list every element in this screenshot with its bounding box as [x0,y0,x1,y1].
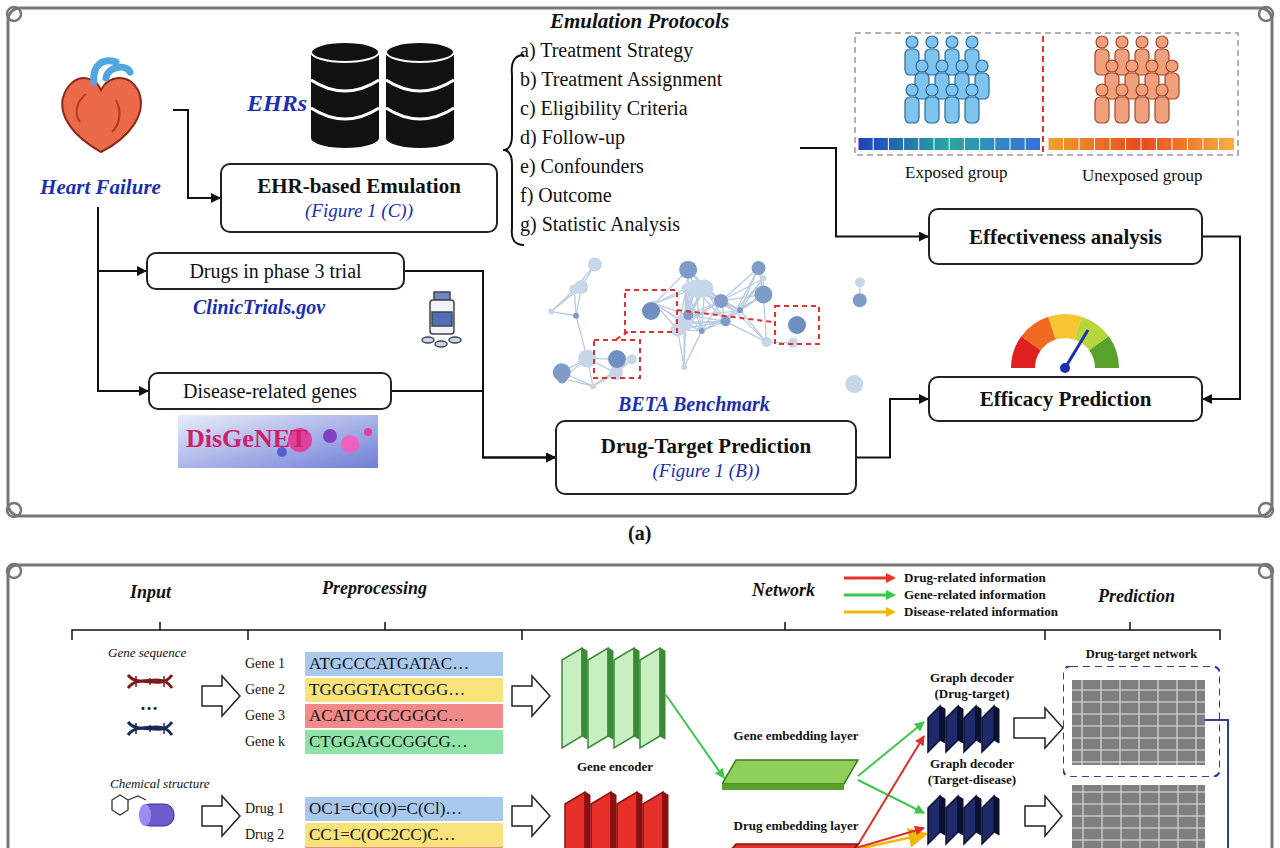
text-label: Gene 3 [245,708,285,724]
connector [405,271,555,458]
text-label: DisGeNET [186,424,307,454]
text-label: Preprocessing [322,578,427,599]
node-text: (Figure 1 (C)) [305,199,413,223]
node-group: Drug embedding layer [722,818,870,848]
connector [666,695,724,778]
text-label: BETA Benchmark [618,393,770,416]
legend-text: Drug-related information [904,570,1046,586]
text-label: Drug 1 [245,801,284,817]
node-title: Heart Failure [28,174,173,200]
connector [98,207,146,271]
text-label: Exposed group [905,163,1007,183]
text-label: … [140,694,158,715]
node-group: Emulation Protocolsa) Treatment Strategy… [520,6,800,251]
connector [858,780,924,813]
text-label: Drug 2 [245,827,284,843]
node-art [916,704,1028,754]
node-title: Drug embedding layer [722,818,870,834]
node-title: Disease-related genes [183,379,357,404]
node-art [1063,666,1220,777]
text-label: (a) [628,522,651,545]
connector [856,736,924,848]
legend-arrow [842,589,898,601]
connector [1014,708,1063,748]
text-label: Network [752,580,815,601]
node-group: Heart Failure [28,52,173,207]
text-label: ClinicTrials.gov [193,296,325,319]
connector [856,828,924,848]
node-title: Graph decoder (Target-disease) [916,756,1028,788]
sequence-strip: OC1=CC(O)=C(Cl)… [305,797,503,821]
connector [800,148,928,237]
node-text: a) Treatment Strategy [520,36,800,65]
connector [858,722,924,776]
legend-text: Gene-related information [904,587,1046,603]
connector [392,391,555,458]
node-title: Gene encoder [556,759,674,775]
node-text: b) Treatment Assignment [520,65,800,94]
process-box: EHR-based Emulation(Figure 1 (C)) [220,163,498,233]
connector [1203,237,1240,400]
node-group: Graph decoder (Drug-target) [916,670,1028,754]
node-art [722,754,870,794]
process-box: Efficacy Prediction [928,376,1203,422]
node-text: e) Confounders [520,152,800,181]
text-label: Gene k [245,734,285,750]
sequence-strip: CC1=C(OC2CC)C… [305,823,503,847]
node-title: Gene embedding layer [722,728,870,744]
node-title: Graph decoder (Drug-target) [916,670,1028,702]
node-title: EHR-based Emulation [257,173,461,199]
node-art [556,645,674,755]
node-text: d) Follow-up [520,123,800,152]
node-title: Efficacy Prediction [980,386,1152,412]
node-title: Effectiveness analysis [969,224,1162,250]
node-title: Drug-Target Prediction [601,433,812,459]
connector [857,399,928,458]
node-art [46,52,156,162]
legend-text: Disease-related information [904,604,1058,620]
text-label: EHRs [247,90,307,117]
node-title: Drugs in phase 3 trial [189,259,361,284]
sequence-strip: ACATCCGCGGGC… [305,704,503,728]
node-art [916,794,1028,846]
text-label: Unexposed group [1082,166,1202,186]
legend-arrow [842,572,898,584]
node-text: c) Eligibility Criteria [520,94,800,123]
connector [173,110,220,198]
text-label: Prediction [1098,586,1175,607]
process-box: Drugs in phase 3 trial [146,252,405,290]
node-group: Gene encoder [556,645,674,780]
node-art [722,840,870,848]
connector [98,207,148,391]
node-text: f) Outcome [520,181,800,210]
text-label: Gene 1 [245,656,285,672]
node-title: Emulation Protocols [550,6,800,36]
sequence-strip: ATGCCCATGATAC… [305,652,503,676]
node-title: Drug-target network [1063,646,1220,662]
sequence-strip: TGGGGTACTGGG… [305,678,503,702]
legend-arrow [842,606,898,618]
text-label: Gene sequence [108,645,186,661]
node-text: (Figure 1 (B)) [653,459,760,483]
node-group: Drug-target network [1063,646,1220,777]
node-group: Gene embedding layer [722,728,870,794]
text-label: Chemical structure [110,776,210,792]
process-box: Drug-Target Prediction(Figure 1 (B)) [555,420,857,495]
sequence-strip: CTGGAGCCGGCG… [305,730,503,754]
process-box: Disease-related genes [148,372,392,410]
node-text: g) Statistic Analysis [520,210,800,239]
process-box: Effectiveness analysis [928,208,1203,265]
text-label: Gene 2 [245,682,285,698]
text-label: Input [130,582,171,603]
node-group: Graph decoder (Target-disease) [916,756,1028,848]
